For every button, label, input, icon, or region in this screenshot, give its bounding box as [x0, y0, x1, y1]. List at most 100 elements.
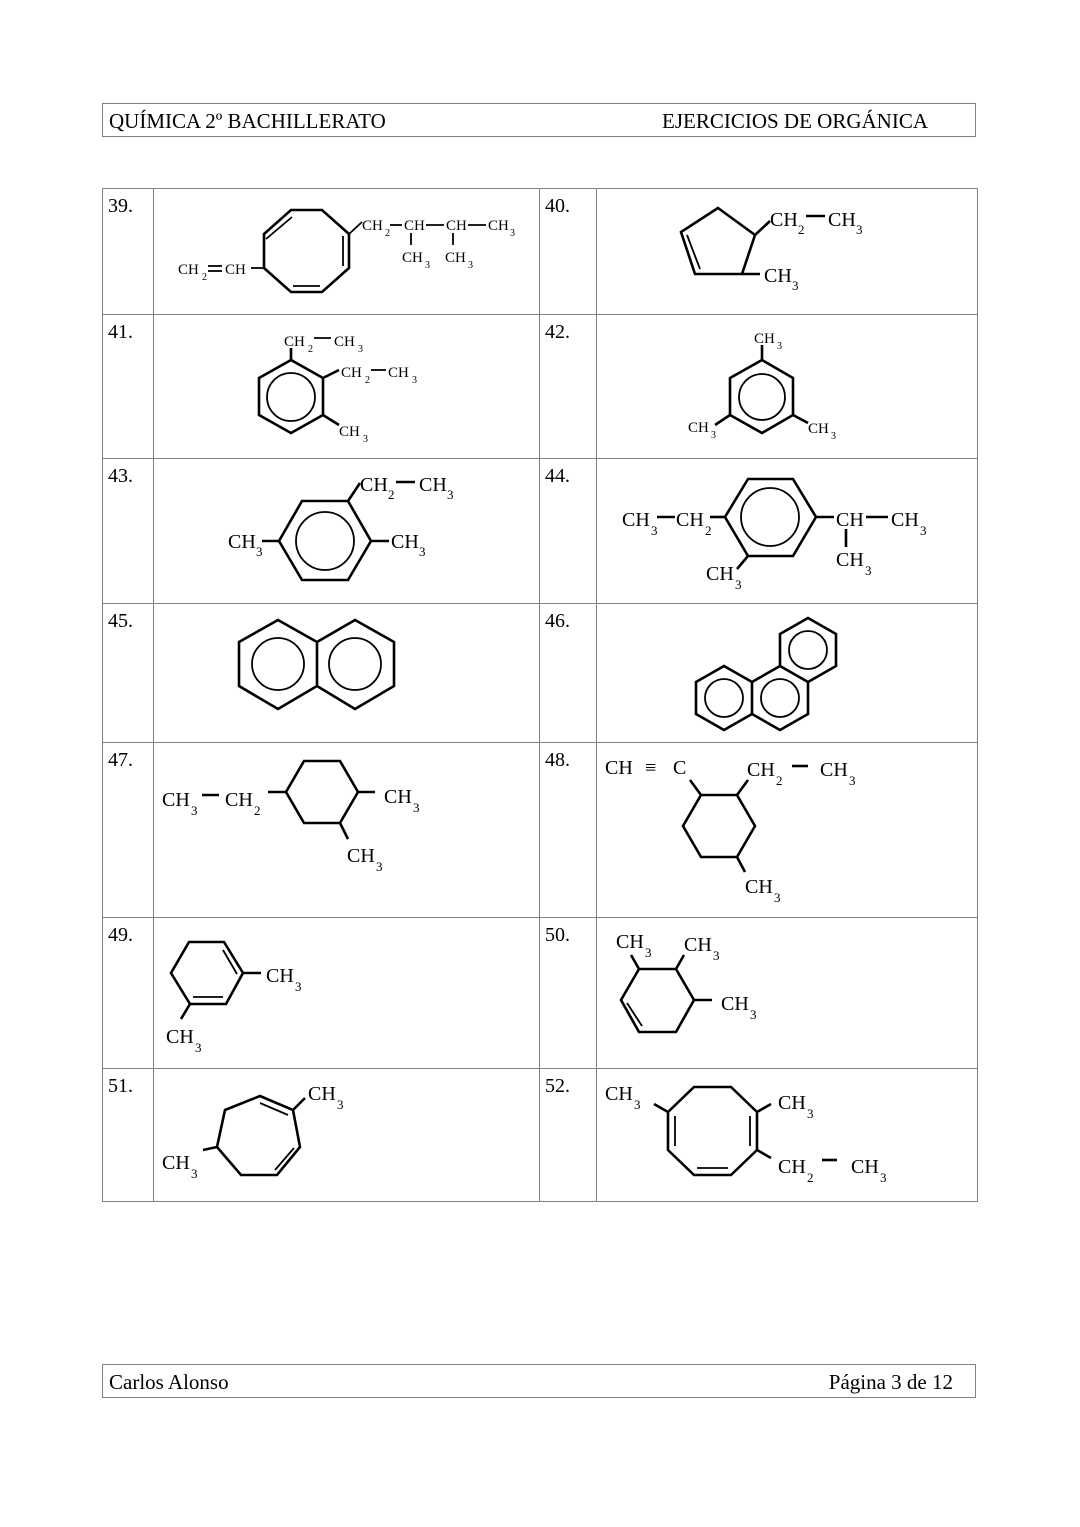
svg-text:3: 3: [510, 228, 515, 239]
cyclohexane-ring-icon: [284, 759, 360, 825]
svg-text:3: 3: [412, 375, 417, 386]
svg-text:3: 3: [419, 544, 426, 559]
svg-text:3: 3: [425, 260, 430, 271]
svg-text:3: 3: [295, 979, 302, 994]
svg-text:CH: CH: [347, 845, 375, 867]
svg-text:CH: CH: [404, 218, 425, 234]
svg-text:3: 3: [195, 1040, 202, 1055]
table-row: 45. 46.: [102, 603, 978, 743]
svg-text:CH: CH: [228, 531, 256, 553]
page-header: QUÍMICA 2º BACHILLERATO EJERCICIOS DE OR…: [102, 103, 976, 137]
svg-text:CH: CH: [778, 1092, 806, 1114]
exercise-number: 49.: [102, 917, 154, 1069]
svg-text:2: 2: [776, 773, 783, 788]
svg-text:CH: CH: [688, 420, 709, 436]
svg-text:CH: CH: [891, 509, 919, 531]
benzene-ring-icon: [257, 358, 325, 435]
svg-text:3: 3: [645, 945, 652, 960]
exercise-number: 45.: [102, 603, 154, 743]
svg-text:3: 3: [191, 1166, 198, 1181]
exercise-number: 52.: [539, 1068, 597, 1202]
svg-text:CH: CH: [836, 549, 864, 571]
svg-text:CH: CH: [488, 218, 509, 234]
svg-text:3: 3: [468, 260, 473, 271]
svg-text:CH: CH: [162, 1152, 190, 1174]
svg-text:CH: CH: [754, 331, 775, 347]
exercise-number: 51.: [102, 1068, 154, 1202]
exercise-number: 42.: [539, 314, 597, 459]
svg-text:CH: CH: [676, 509, 704, 531]
svg-text:CH: CH: [284, 334, 305, 350]
svg-text:2: 2: [308, 344, 313, 355]
svg-text:CH: CH: [402, 250, 423, 266]
svg-text:CH: CH: [721, 993, 749, 1015]
exercise-number: 48.: [539, 742, 597, 918]
svg-text:CH: CH: [308, 1083, 336, 1105]
svg-text:2: 2: [798, 222, 805, 237]
header-subject: QUÍMICA 2º BACHILLERATO: [109, 109, 386, 133]
svg-text:3: 3: [337, 1097, 344, 1112]
svg-text:CH: CH: [616, 931, 644, 953]
cycloheptadiene-ring-icon: [215, 1094, 302, 1177]
svg-text:3: 3: [849, 773, 856, 788]
svg-text:CH: CH: [362, 218, 383, 234]
svg-text:3: 3: [191, 803, 198, 818]
page-footer: Carlos Alonso Página 3 de 12: [102, 1364, 976, 1398]
exercise-number: 46.: [539, 603, 597, 743]
svg-text:CH: CH: [684, 934, 712, 956]
footer-author: Carlos Alonso: [109, 1370, 229, 1394]
cyclohexadiene-ring-icon: [169, 940, 245, 1006]
svg-text:2: 2: [705, 523, 712, 538]
svg-text:CH: CH: [225, 262, 246, 278]
svg-text:3: 3: [651, 523, 658, 538]
svg-text:CH: CH: [341, 365, 362, 381]
svg-text:CH: CH: [360, 474, 388, 496]
svg-text:3: 3: [750, 1007, 757, 1022]
svg-text:CH: CH: [778, 1156, 806, 1178]
benzene-ring-icon: [277, 499, 373, 582]
svg-text:3: 3: [735, 577, 742, 592]
svg-text:2: 2: [254, 803, 261, 818]
svg-text:CH: CH: [178, 262, 199, 278]
svg-text:3: 3: [856, 222, 863, 237]
svg-text:2: 2: [807, 1170, 814, 1185]
svg-text:CH: CH: [334, 334, 355, 350]
svg-text:CH: CH: [836, 509, 864, 531]
svg-text:CH: CH: [419, 474, 447, 496]
svg-text:3: 3: [713, 948, 720, 963]
cyclopentene-ring-icon: [679, 206, 757, 276]
svg-text:3: 3: [831, 431, 836, 442]
svg-text:CH: CH: [166, 1026, 194, 1048]
svg-text:CH: CH: [225, 789, 253, 811]
exercise-number: 44.: [539, 458, 597, 604]
svg-text:3: 3: [865, 563, 872, 578]
svg-text:CH: CH: [764, 265, 792, 287]
svg-text:CH: CH: [770, 209, 798, 231]
svg-text:3: 3: [880, 1170, 887, 1185]
structure-45-naphthalene: [153, 603, 540, 743]
exercise-number: 41.: [102, 314, 154, 459]
svg-text:CH: CH: [445, 250, 466, 266]
svg-text:CH: CH: [808, 421, 829, 437]
cyclooctatriene-ring-icon: [666, 1085, 759, 1177]
svg-text:2: 2: [388, 487, 395, 502]
svg-text:2: 2: [202, 272, 207, 283]
svg-text:CH: CH: [384, 786, 412, 808]
svg-text:CH: CH: [747, 759, 775, 781]
svg-text:CH: CH: [388, 365, 409, 381]
svg-text:3: 3: [363, 434, 368, 445]
svg-text:3: 3: [792, 278, 799, 293]
